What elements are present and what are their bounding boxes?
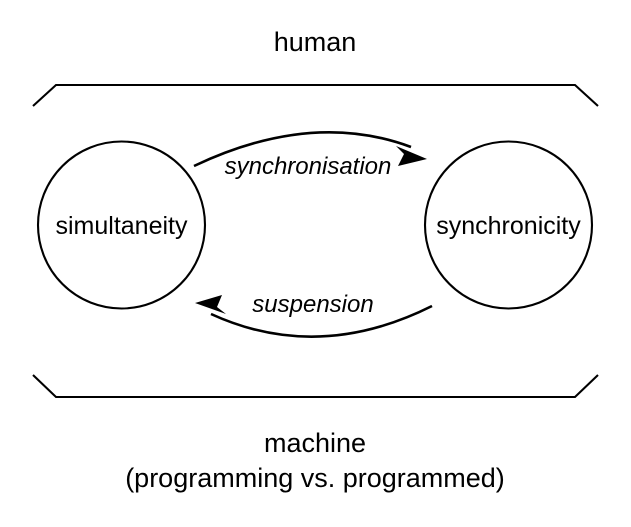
edge-label-suspension: suspension xyxy=(252,291,373,318)
edge-arrow-synchronisation xyxy=(193,131,412,168)
node-label-synchronicity: synchronicity xyxy=(436,212,581,240)
node-label-simultaneity: simultaneity xyxy=(56,212,188,240)
group-label-machine-detail: (programming vs. programmed) xyxy=(125,463,505,493)
top-bracket xyxy=(32,83,599,107)
node-circle-simultaneity[interactable] xyxy=(36,140,207,310)
group-label-human: human xyxy=(274,27,357,57)
edge-label-synchronisation: synchronisation xyxy=(225,153,392,180)
bottom-bracket xyxy=(32,374,599,399)
group-label-machine: machine xyxy=(264,428,366,458)
edge-arrowhead-suspension xyxy=(195,295,226,314)
edge-arrowhead-synchronisation xyxy=(396,146,427,166)
node-circle-synchronicity[interactable] xyxy=(423,140,594,310)
edge-arrow-suspension xyxy=(210,304,433,338)
